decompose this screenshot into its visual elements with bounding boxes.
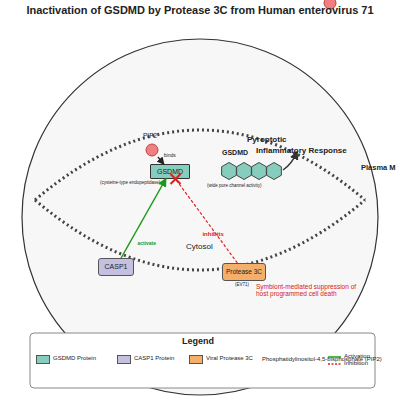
node-text: Protease 3C [223, 264, 265, 280]
legend-text: Viral Protease 3C [206, 355, 253, 362]
pip2-circle: PIP2 [145, 143, 159, 157]
text-label: (cysteine-type endopeptidase) [100, 181, 160, 186]
gsdmd-subunit [237, 163, 252, 180]
text-label: Legend [182, 337, 214, 347]
membrane-lower [35, 200, 365, 270]
node-text: (wide pore channel activity) [207, 184, 262, 189]
gsdmd-subunit [252, 163, 267, 180]
gsdmd-subunit [222, 163, 237, 180]
legend-swatch [189, 355, 203, 364]
node-text: CASP1 [99, 259, 133, 275]
inhibition-cross [171, 174, 181, 184]
connector [158, 157, 164, 164]
edge-label: binds [164, 153, 176, 159]
cell-outline [22, 39, 378, 395]
legend-swatch [117, 355, 131, 364]
legend-text: GSDMD Protein [53, 355, 96, 362]
protein-box: Protease 3C(EV71) [222, 263, 266, 281]
legend-text: CASP1 Protein [134, 355, 174, 362]
text-label: Pyroptotic [247, 136, 287, 145]
pore-complex: GSDMD(wide pore channel activity) [221, 161, 283, 181]
legend-swatch [36, 355, 50, 364]
gsdmd-subunit [267, 163, 282, 180]
node-text: PIP2 [143, 132, 157, 139]
circle-shape [145, 143, 159, 157]
edge-label: activate [137, 241, 156, 247]
connector [121, 179, 166, 258]
diagram-title: Inactivation of GSDMD by Protease 3C fro… [0, 4, 400, 16]
text-label: Cytosol [186, 243, 213, 252]
node-text: GSDMD [222, 149, 248, 157]
node-text: (EV71) [235, 283, 249, 288]
circle-outline [146, 144, 158, 156]
legend-text: Inhibition [344, 360, 368, 367]
connector [176, 179, 238, 263]
protein-box: GSDMD [150, 164, 190, 179]
inhibition-cross [171, 174, 181, 184]
text-label: Inflammatory Response [256, 147, 347, 156]
legend-text: Activation [344, 353, 370, 360]
edge-label: inhibits [202, 231, 223, 238]
protein-box: CASP1 [98, 258, 134, 276]
hexagon-shape [221, 161, 283, 181]
legend-line-sample [328, 363, 341, 365]
text-label: Plasma M [361, 164, 396, 172]
node-text: GSDMD [151, 165, 189, 178]
text-label: Symbiont-mediated suppression of host pr… [256, 283, 366, 297]
membrane-upper [35, 130, 365, 200]
